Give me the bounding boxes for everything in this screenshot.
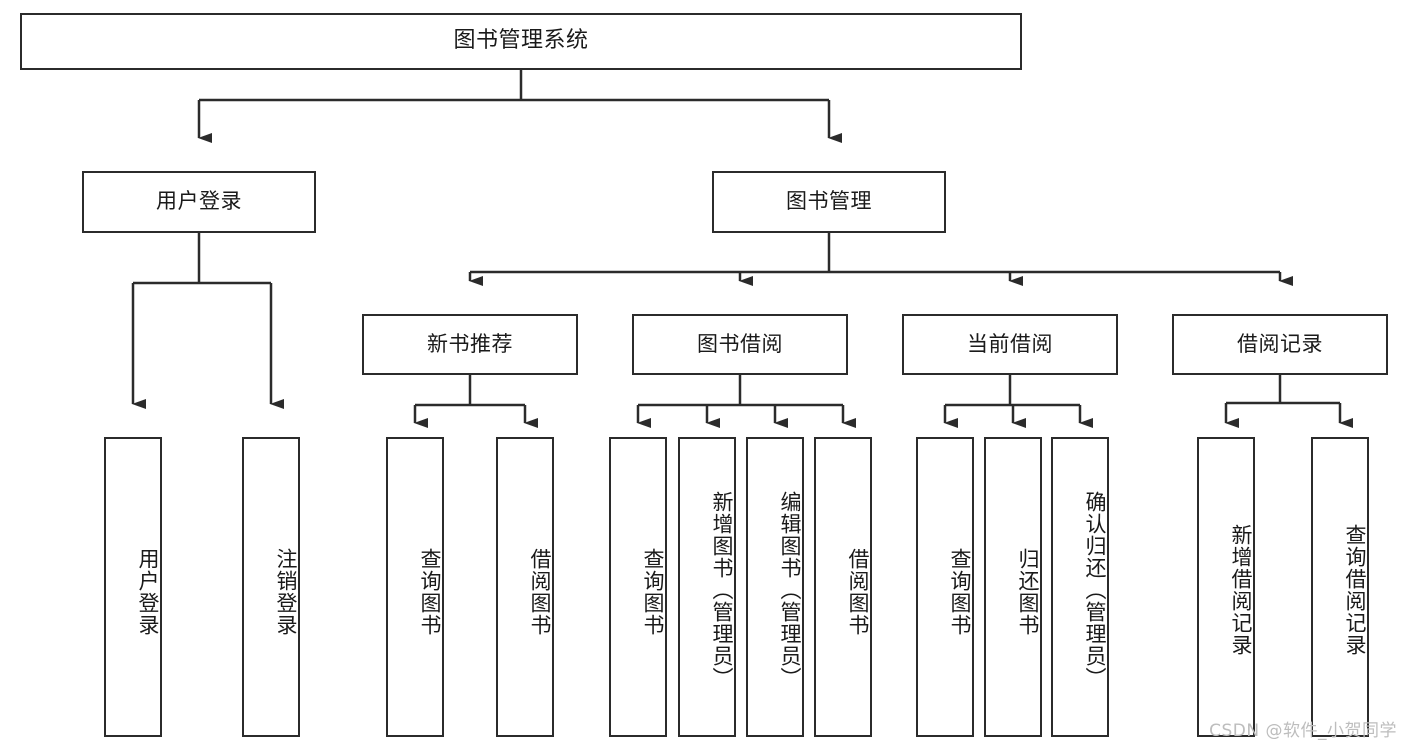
node-leaf-edit-book-label: 编辑图书（管理员）	[778, 491, 802, 689]
node-leaf-logout-login-label: 注销登录	[274, 548, 298, 636]
node-leaf-return-book[interactable]: 归还图书	[984, 437, 1042, 737]
node-leaf-user-login[interactable]: 用户登录	[104, 437, 162, 737]
node-root[interactable]: 图书管理系统	[20, 13, 1022, 70]
node-user-login-label: 用户登录	[156, 189, 242, 214]
node-leaf-borrow-book-2[interactable]: 借阅图书	[814, 437, 872, 737]
node-leaf-query-book-1[interactable]: 查询图书	[386, 437, 444, 737]
node-new-book-recommend-label: 新书推荐	[427, 331, 513, 356]
node-leaf-query-book-3[interactable]: 查询图书	[916, 437, 974, 737]
node-leaf-confirm-return-label: 确认归还（管理员）	[1083, 491, 1107, 689]
node-leaf-borrow-book-1[interactable]: 借阅图书	[496, 437, 554, 737]
node-leaf-add-book-label: 新增图书（管理员）	[710, 491, 734, 689]
node-book-manage-label: 图书管理	[786, 189, 872, 214]
node-leaf-query-record[interactable]: 查询借阅记录	[1311, 437, 1369, 737]
node-leaf-add-book[interactable]: 新增图书（管理员）	[678, 437, 736, 737]
node-borrow-record[interactable]: 借阅记录	[1172, 314, 1388, 375]
node-current-borrow-label: 当前借阅	[967, 331, 1053, 356]
node-leaf-add-record[interactable]: 新增借阅记录	[1197, 437, 1255, 737]
node-leaf-query-book-1-label: 查询图书	[418, 548, 442, 636]
watermark: CSDN @软件_小贺同学	[1209, 721, 1397, 741]
node-leaf-query-book-2[interactable]: 查询图书	[609, 437, 667, 737]
node-book-manage[interactable]: 图书管理	[712, 171, 946, 233]
node-leaf-confirm-return[interactable]: 确认归还（管理员）	[1051, 437, 1109, 737]
node-current-borrow[interactable]: 当前借阅	[902, 314, 1118, 375]
node-leaf-return-book-label: 归还图书	[1016, 548, 1040, 636]
node-leaf-user-login-label: 用户登录	[136, 548, 160, 636]
node-leaf-logout-login[interactable]: 注销登录	[242, 437, 300, 737]
node-user-login[interactable]: 用户登录	[82, 171, 316, 233]
node-leaf-borrow-book-2-label: 借阅图书	[846, 548, 870, 636]
node-root-label: 图书管理系统	[453, 28, 589, 54]
node-leaf-borrow-book-1-label: 借阅图书	[528, 548, 552, 636]
node-leaf-query-book-2-label: 查询图书	[641, 548, 665, 636]
node-leaf-query-book-3-label: 查询图书	[948, 548, 972, 636]
node-leaf-query-record-label: 查询借阅记录	[1343, 524, 1367, 656]
node-leaf-add-record-label: 新增借阅记录	[1229, 524, 1253, 656]
node-borrow-record-label: 借阅记录	[1237, 331, 1323, 356]
node-new-book-recommend[interactable]: 新书推荐	[362, 314, 578, 375]
node-leaf-edit-book[interactable]: 编辑图书（管理员）	[746, 437, 804, 737]
node-book-borrow-label: 图书借阅	[697, 331, 783, 356]
node-book-borrow[interactable]: 图书借阅	[632, 314, 848, 375]
